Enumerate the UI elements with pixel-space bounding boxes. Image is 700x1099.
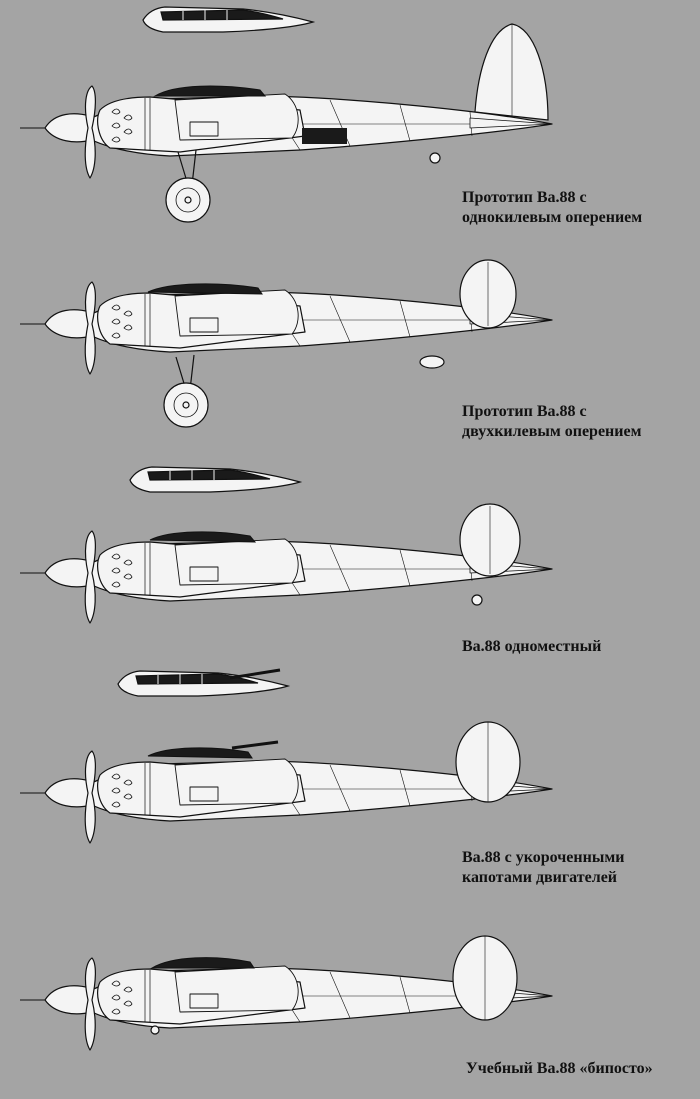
canopy-detail-1 — [142, 6, 314, 33]
main-landing-gear-2 — [163, 354, 209, 428]
canopy-detail-3 — [129, 466, 301, 493]
main-landing-gear-1 — [165, 149, 211, 223]
caption-single-seater: Ва.88 одноместный — [462, 638, 602, 655]
canopy-detail-4 — [117, 670, 289, 697]
tail-wheel-fairing-2 — [419, 355, 445, 369]
aircraft-prototype-twin-fin — [19, 259, 553, 428]
tail-wheel-1 — [429, 152, 441, 164]
caption-short-cowlings: Ва.88 с укороченными капотами двигателей — [462, 849, 625, 886]
caption-prototype-twin-fin: Прототип Ва.88 с двухкилевым оперением — [462, 403, 642, 440]
rear-gun-4 — [231, 740, 279, 750]
single-fin — [474, 23, 549, 121]
rear-gun-detail-4 — [229, 668, 281, 680]
caption-prototype-single-fin: Прототип Ва.88 с однокилевым оперением — [462, 189, 643, 226]
caption-trainer-biposto: Учебный Ва.88 «бипосто» — [466, 1060, 653, 1077]
aircraft-prototype-single-fin — [19, 6, 553, 223]
tail-wheel-3 — [471, 594, 483, 606]
aircraft-short-cowlings — [19, 668, 553, 844]
aircraft-single-seater — [19, 466, 553, 624]
aircraft-trainer-biposto — [19, 935, 553, 1051]
